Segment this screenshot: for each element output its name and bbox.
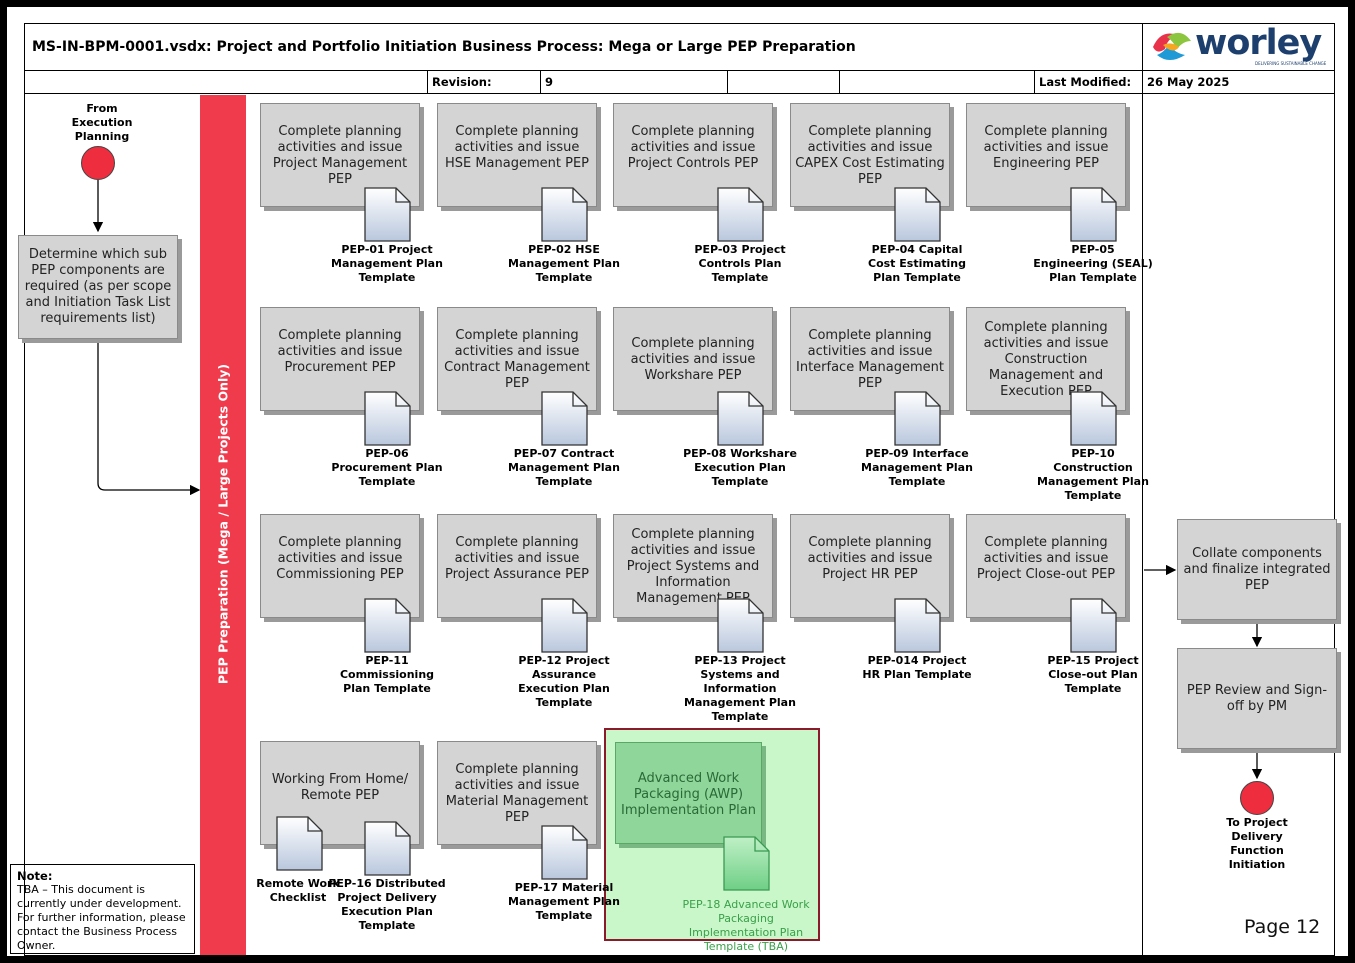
task-box-6[interactable]: Complete planning activities and issue P… (260, 307, 420, 411)
swimlane-bar (200, 95, 246, 955)
document-icon[interactable] (541, 825, 588, 880)
document-label: Remote Work Checklist (256, 877, 340, 904)
document-label: PEP-08 Workshare Execution Plan Template (683, 447, 797, 488)
start-label: From Execution Planning (71, 102, 133, 143)
document-icon[interactable] (723, 836, 770, 891)
document-label: PEP-01 Project Management Plan Template (331, 243, 443, 284)
connectors (92, 180, 1263, 780)
note-heading: Note: (17, 869, 53, 883)
review-task[interactable]: PEP Review and Sign-off by PM (1177, 648, 1337, 749)
task-box-17[interactable]: Complete planning activities and issue M… (437, 741, 597, 845)
task-box-8[interactable]: Complete planning activities and issue W… (613, 307, 773, 411)
document-label: PEP-16 Distributed Project Delivery Exec… (328, 877, 446, 932)
document-icon[interactable] (541, 598, 588, 653)
note-body: TBA – This document is currently under d… (17, 883, 186, 952)
document-label: PEP-05 Engineering (SEAL) Plan Template (1033, 243, 1153, 284)
task-box-7[interactable]: Complete planning activities and issue C… (437, 307, 597, 411)
worley-logo: worley DELIVERING SUSTAINABLE CHANGE (1147, 23, 1337, 69)
document-label: PEP-13 Project Systems and Information M… (684, 654, 796, 723)
start-event (81, 146, 115, 180)
note-box: Note: TBA – This document is currently u… (10, 864, 195, 954)
document-label: PEP-09 Interface Management Plan Templat… (861, 447, 973, 488)
document-icon[interactable] (1070, 391, 1117, 446)
document-label: PEP-12 Project Assurance Execution Plan … (518, 654, 610, 709)
document-icon[interactable] (541, 391, 588, 446)
end-event (1240, 781, 1274, 815)
logo-swirl-icon (1153, 32, 1191, 60)
document-label: PEP-02 HSE Management Plan Template (508, 243, 620, 284)
task-box-11[interactable]: Complete planning activities and issue C… (260, 514, 420, 618)
document-icon[interactable] (894, 598, 941, 653)
logo-text: worley (1195, 23, 1322, 63)
document-icon[interactable] (717, 187, 764, 242)
document-icon[interactable] (364, 821, 411, 876)
document-label: PEP-014 Project HR Plan Template (862, 654, 972, 681)
document-icon[interactable] (1070, 598, 1117, 653)
document-label: PEP-03 Project Controls Plan Template (694, 243, 786, 284)
document-icon[interactable] (541, 187, 588, 242)
document-icon[interactable] (364, 391, 411, 446)
page-number: Page 12 (1244, 916, 1321, 938)
document-icon[interactable] (894, 187, 941, 242)
document-icon[interactable] (276, 816, 323, 871)
document-icon[interactable] (1070, 187, 1117, 242)
document-label: PEP-04 Capital Cost Estimating Plan Temp… (868, 243, 966, 284)
revision-value: 9 (545, 74, 554, 89)
determine-arrow (97, 343, 201, 496)
document-icon[interactable] (717, 598, 764, 653)
task-box-5[interactable]: Complete planning activities and issue E… (966, 103, 1126, 207)
document-label: PEP-18 Advanced Work Packaging Implement… (682, 898, 810, 953)
last-modified-label: Last Modified: (1039, 74, 1132, 89)
document-icon[interactable] (717, 391, 764, 446)
logo-tagline: DELIVERING SUSTAINABLE CHANGE (1255, 61, 1327, 66)
document-icon[interactable] (364, 598, 411, 653)
last-modified-value: 26 May 2025 (1147, 74, 1230, 89)
end-label: To Project Delivery Function Initiation (1226, 816, 1288, 871)
document-icon[interactable] (894, 391, 941, 446)
document-label: PEP-15 Project Close-out Plan Template (1047, 654, 1139, 695)
revision-label: Revision: (432, 74, 492, 89)
page-title: MS-IN-BPM-0001.vsdx: Project and Portfol… (32, 38, 856, 55)
determine-task[interactable]: Determine which sub PEP components are r… (18, 235, 178, 339)
task-box-10[interactable]: Complete planning activities and issue C… (966, 307, 1126, 411)
collate-task[interactable]: Collate components and finalize integrat… (1177, 519, 1337, 620)
document-label: PEP-07 Contract Management Plan Template (508, 447, 620, 488)
document-label: PEP-11 Commissioning Plan Template (339, 654, 435, 695)
task-box-18[interactable]: Advanced Work Packaging (AWP) Implementa… (615, 742, 762, 844)
document-icon[interactable] (364, 187, 411, 242)
document-label: PEP-10 Construction Management Plan Temp… (1037, 447, 1149, 502)
document-label: PEP-06 Procurement Plan Template (331, 447, 443, 488)
document-label: PEP-17 Material Management Plan Template (508, 881, 620, 922)
